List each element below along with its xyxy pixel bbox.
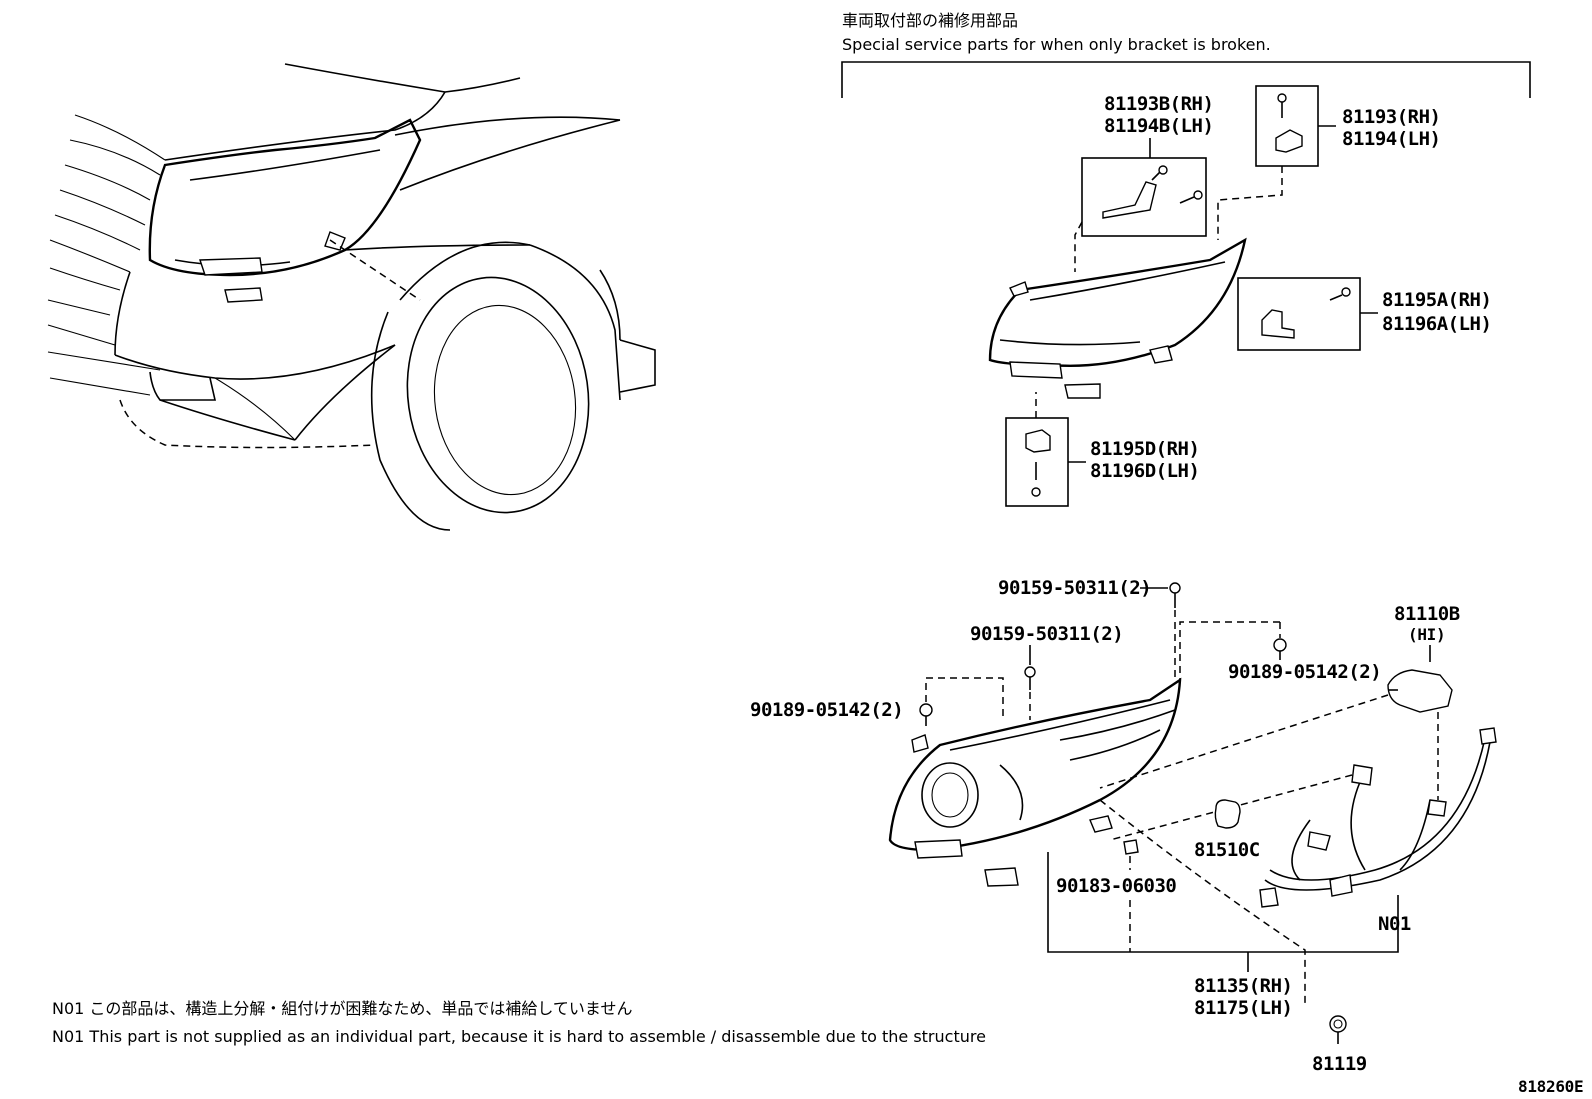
headlamp-assembly [888,677,1182,887]
vehicle-front-illustration [47,63,656,531]
callout-81196D-lh: 81196D(LH) [1090,460,1199,482]
callout-81195A-rh: 81195A(RH) [1382,289,1491,311]
callout-90159-mid: 90159-50311(2) [970,623,1123,645]
callout-81193B-rh: 81193B(RH) [1104,93,1213,115]
callout-N01: N01 [1378,913,1411,935]
diagram-id: 818260E [1518,1077,1583,1096]
service-parts-bracket [841,61,1531,98]
header-title-jp: 車両取付部の補修用部品 [842,11,1018,30]
bracket-81195A-icon [1261,287,1351,339]
bracket-81193-icon [1275,93,1303,153]
bracket-box-81195A [1237,277,1361,351]
note-n01-en: N01 This part is not supplied as an indi… [52,1027,986,1046]
screw-90159-mid-icon [1024,666,1036,690]
wire-harness-N01 [1259,727,1497,908]
callout-81510C: 81510C [1194,839,1260,861]
bracket-81195D-icon [1025,429,1051,497]
bulb-81510C-icon [1214,799,1241,829]
callout-81193-rh: 81193(RH) [1342,106,1440,128]
assembly-bracket [1047,852,1399,953]
callout-90189-left: 90189-05142(2) [750,699,903,721]
callout-81175-lh: 81175(LH) [1194,997,1292,1019]
callout-90159-top: 90159-50311(2) [998,577,1151,599]
callout-81135-rh: 81135(RH) [1194,975,1292,997]
callout-81110B-sub: (HI) [1408,625,1445,644]
clip-90189-left-icon [919,703,933,726]
callout-90183: 90183-06030 [1056,875,1176,897]
callout-81196A-lh: 81196A(LH) [1382,313,1491,335]
screw-81119-icon [1329,1015,1347,1033]
clip-90189-right-icon [1273,638,1287,660]
header-title-en: Special service parts for when only brac… [842,35,1271,54]
callout-81195D-rh: 81195D(RH) [1090,438,1199,460]
callout-81119: 81119 [1312,1053,1367,1075]
screw-90159-top-icon [1169,582,1181,608]
callout-90189-right: 90189-05142(2) [1228,661,1381,683]
callout-81194B-lh: 81194B(LH) [1104,115,1213,137]
bracket-box-81193 [1255,85,1319,167]
note-n01-jp: N01 この部品は、構造上分解・組付けが困難なため、単品では補給していません [52,999,632,1018]
bracket-81193B-icon [1102,165,1203,219]
nut-90183-icon [1123,839,1139,855]
bulb-81110B-icon [1387,669,1453,713]
headlamp-bracket-view [988,237,1247,399]
callout-81110B: 81110B [1394,603,1460,625]
callout-81194-lh: 81194(LH) [1342,128,1440,150]
